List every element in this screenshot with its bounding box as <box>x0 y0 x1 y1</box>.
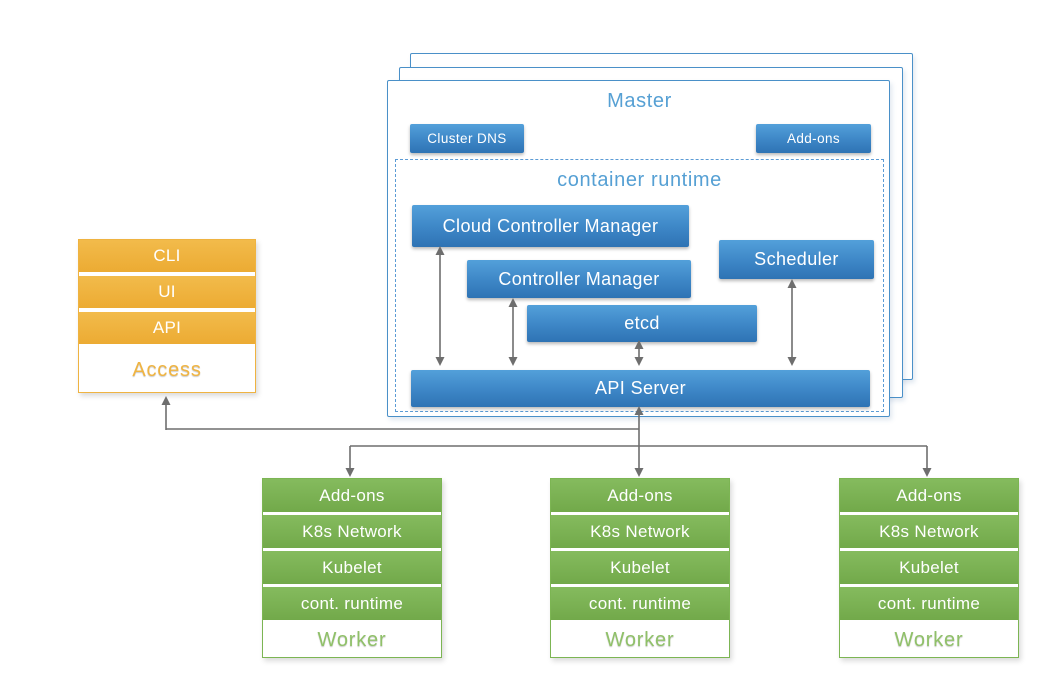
master-title: Master <box>607 90 672 112</box>
access-row-ui: UI <box>79 276 255 308</box>
worker-node-3: Add-ons K8s Network Kubelet cont. runtim… <box>839 478 1019 658</box>
etcd-box: etcd <box>527 305 757 342</box>
worker-row-cont-runtime: cont. runtime <box>551 587 729 620</box>
worker-row-kubelet: Kubelet <box>263 551 441 584</box>
worker-label: Worker <box>551 623 729 657</box>
worker-node-2: Add-ons K8s Network Kubelet cont. runtim… <box>550 478 730 658</box>
master-node: Master Cluster DNS Add-ons container run… <box>387 80 890 417</box>
cluster-dns-box: Cluster DNS <box>410 124 524 153</box>
worker-row-addons: Add-ons <box>263 479 441 512</box>
worker-row-cont-runtime: cont. runtime <box>263 587 441 620</box>
worker-row-cont-runtime: cont. runtime <box>840 587 1018 620</box>
master-addons-box: Add-ons <box>756 124 871 153</box>
scheduler-box: Scheduler <box>719 240 874 279</box>
container-runtime-title: container runtime <box>557 169 722 191</box>
worker-row-addons: Add-ons <box>840 479 1018 512</box>
worker-label: Worker <box>263 623 441 657</box>
access-label: Access <box>79 348 255 392</box>
worker-row-k8s-network: K8s Network <box>551 515 729 548</box>
worker-label: Worker <box>840 623 1018 657</box>
connector-apiserver-workers <box>345 445 932 477</box>
access-node: CLI UI API Access <box>78 239 256 393</box>
worker-row-k8s-network: K8s Network <box>840 515 1018 548</box>
worker-row-k8s-network: K8s Network <box>263 515 441 548</box>
api-server-box: API Server <box>411 370 870 407</box>
cloud-controller-manager-box: Cloud Controller Manager <box>412 205 689 247</box>
worker-node-1: Add-ons K8s Network Kubelet cont. runtim… <box>262 478 442 658</box>
worker-row-kubelet: Kubelet <box>551 551 729 584</box>
container-runtime-box: container runtime Cloud Controller Manag… <box>395 159 884 412</box>
access-row-cli: CLI <box>79 240 255 272</box>
controller-manager-box: Controller Manager <box>467 260 691 298</box>
worker-row-addons: Add-ons <box>551 479 729 512</box>
access-row-api: API <box>79 312 255 344</box>
worker-row-kubelet: Kubelet <box>840 551 1018 584</box>
